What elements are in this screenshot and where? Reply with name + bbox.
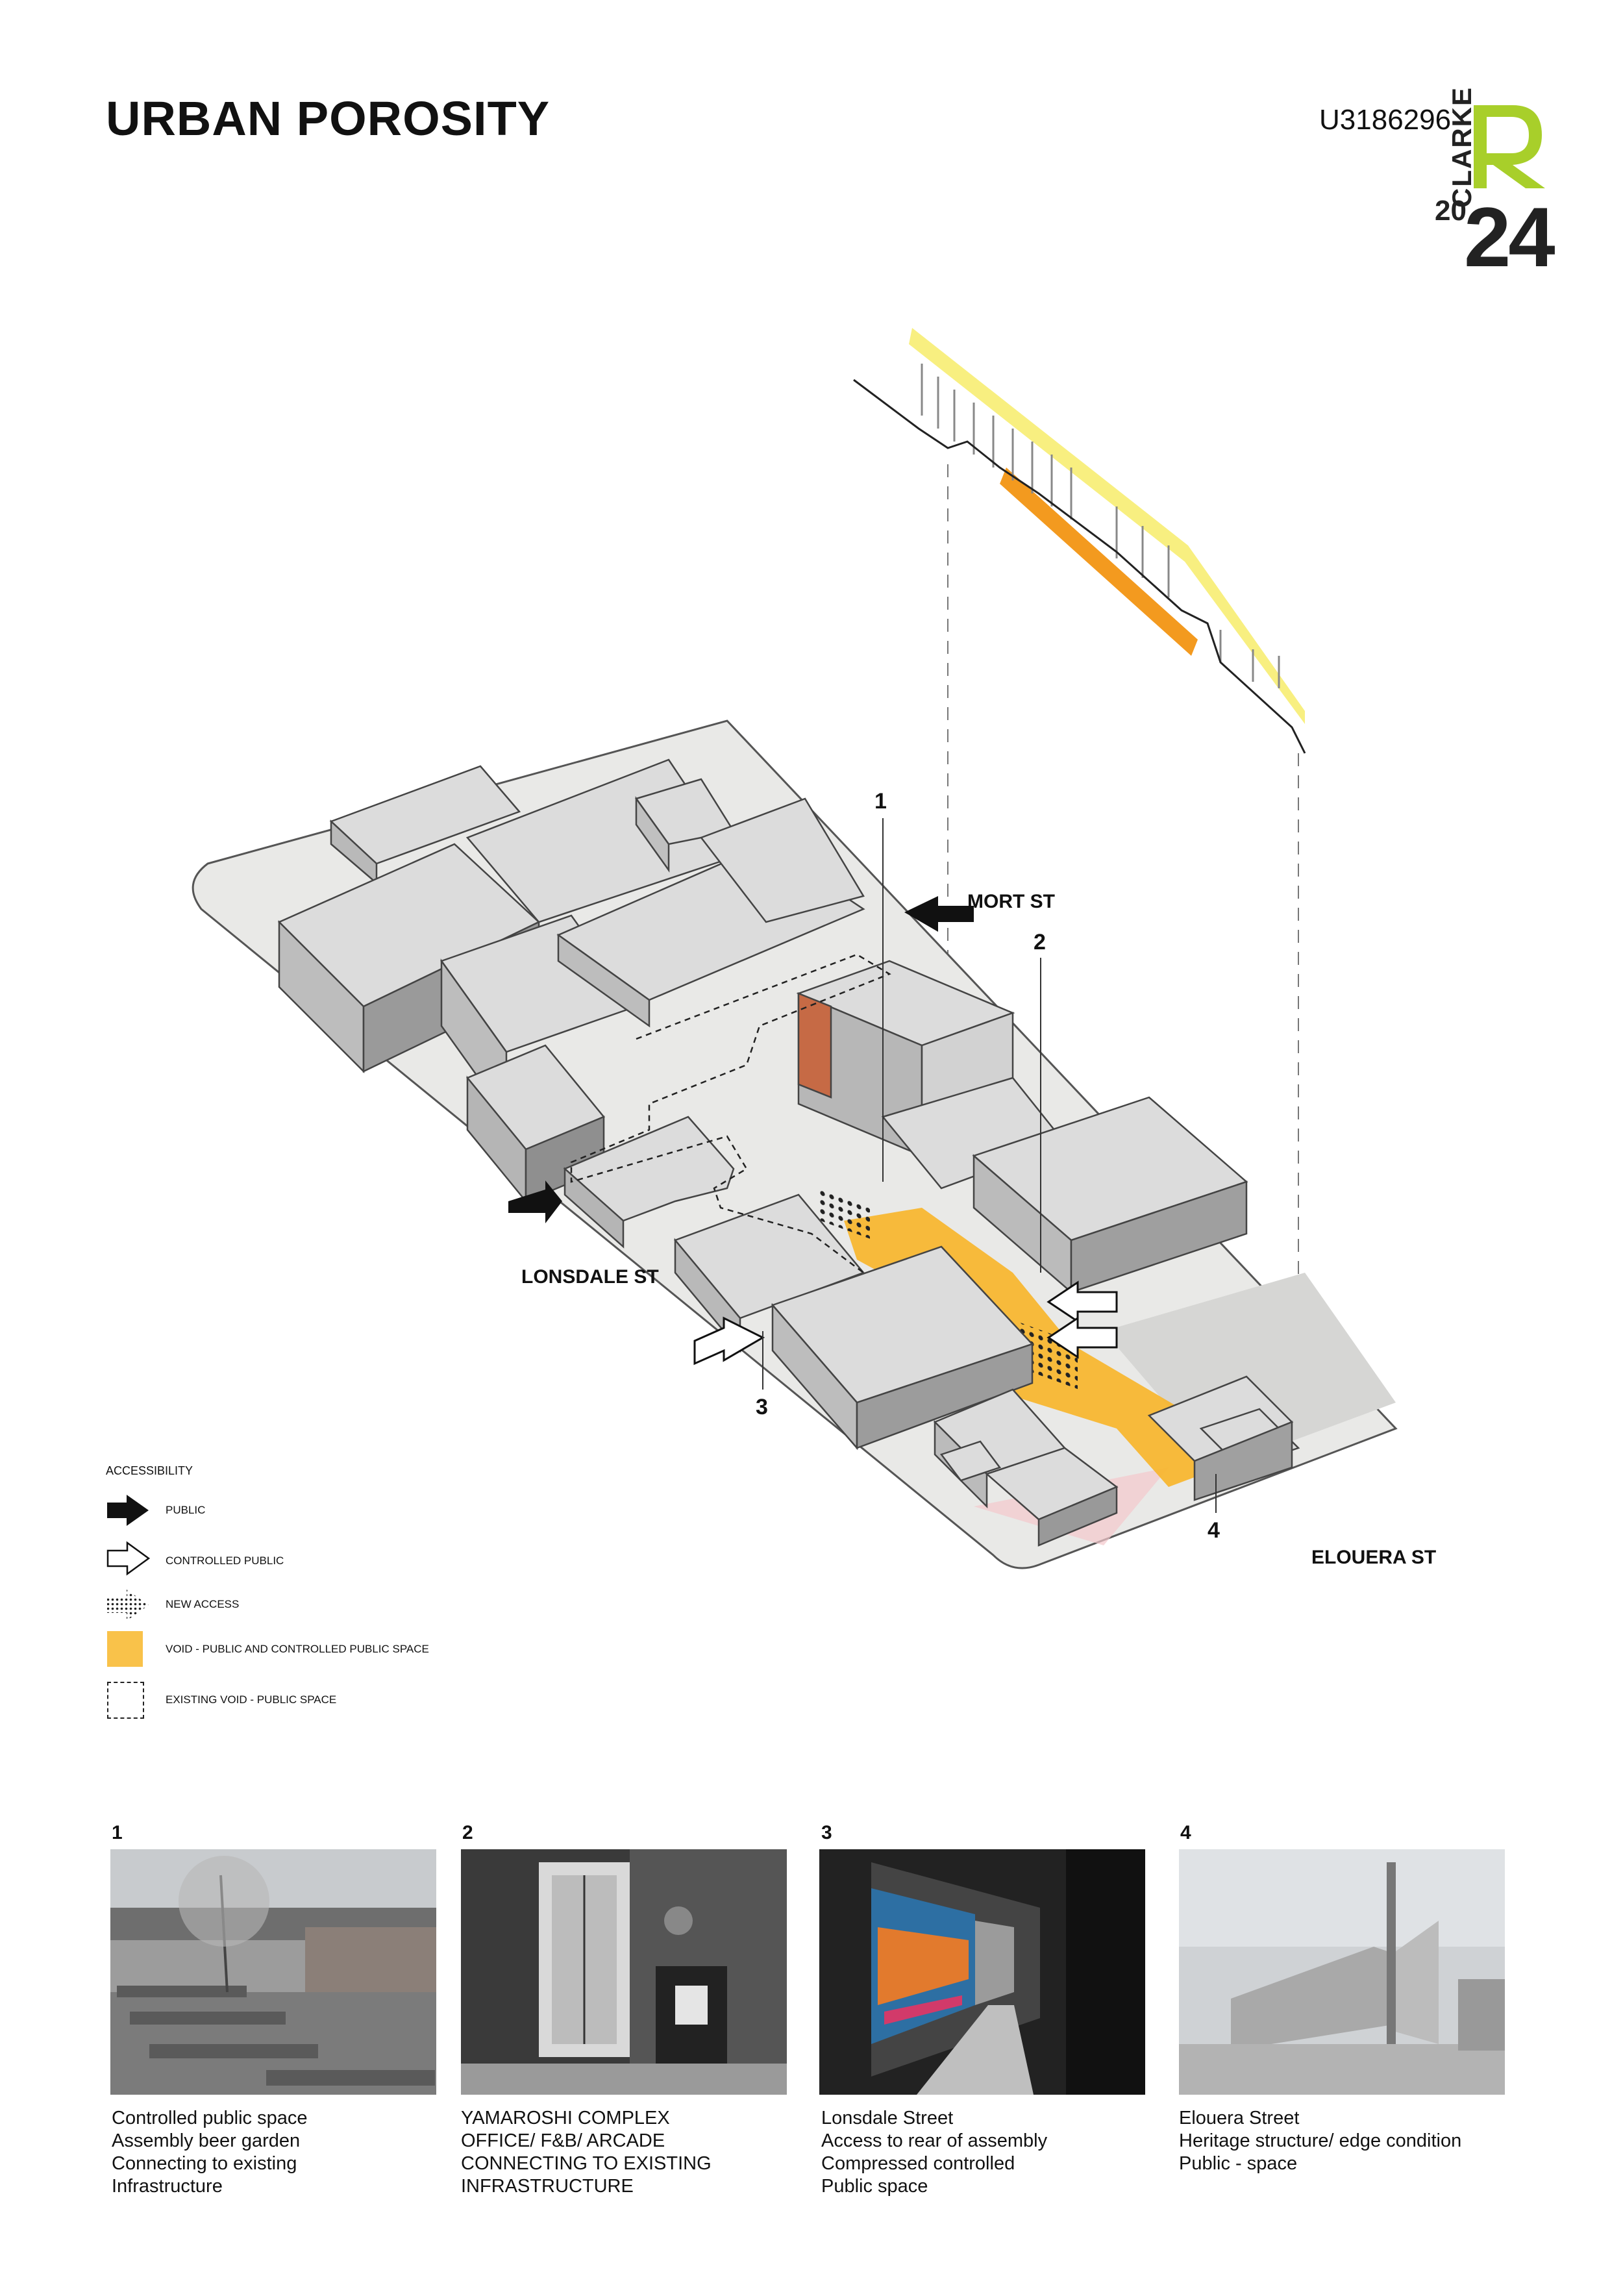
legend-label-controlled-public: CONTROLLED PUBLIC [166, 1554, 284, 1567]
logo-year-big: 24 [1464, 190, 1555, 284]
axonometric-diagram [192, 328, 1398, 1569]
photo-2-caption: YAMAROSHI COMPLEX OFFICE/ F&B/ ARCADE CO… [461, 2107, 712, 2198]
logo-year-small: 20 [1435, 195, 1467, 227]
photo-4-caption: Elouera Street Heritage structure/ edge … [1179, 2107, 1461, 2175]
legend-label-void: VOID - PUBLIC AND CONTROLLED PUBLIC SPAC… [166, 1643, 429, 1655]
caption-line: Connecting to existing [112, 2153, 297, 2174]
photo-3-lonsdale-street [819, 1849, 1145, 2095]
controlled-public-arrow-icon [693, 1316, 765, 1366]
photo-3-number: 3 [821, 1822, 832, 1843]
lonsdale-public-arrow-icon [508, 1180, 562, 1223]
photo-3-caption: Lonsdale Street Access to rear of assemb… [821, 2107, 1047, 2198]
caption-line: Access to rear of assembly [821, 2130, 1048, 2151]
legend-label-public: PUBLIC [166, 1504, 206, 1516]
caption-line: YAMAROSHI COMPLEX [461, 2108, 670, 2128]
mort-st-label: MORT ST [967, 891, 1055, 912]
buildings [277, 758, 1300, 1547]
photo-1-number: 1 [112, 1822, 123, 1843]
caption-line: Controlled public space [112, 2108, 308, 2128]
void-swatch-icon [107, 1631, 143, 1667]
existing-void-swatch-icon [107, 1682, 144, 1719]
caption-line: Assembly beer garden [112, 2130, 301, 2151]
marker-1: 1 [874, 789, 887, 814]
controlled-public-arrow-3-icon [1047, 1316, 1118, 1359]
logo-r-icon [1474, 105, 1545, 188]
public-arrow-icon [107, 1495, 149, 1526]
legend-label-existing-void: EXISTING VOID - PUBLIC SPACE [166, 1693, 337, 1706]
caption-line: Public space [821, 2176, 928, 2197]
mort-st-public-arrow-icon [904, 896, 974, 932]
caption-line: Lonsdale Street [821, 2108, 954, 2128]
photo-2-yamaroshi-complex [461, 1849, 787, 2095]
photo-4-number: 4 [1180, 1822, 1191, 1843]
photo-4-elouera-street [1179, 1849, 1505, 2095]
caption-line: CONNECTING TO EXISTING [461, 2153, 712, 2174]
caption-line: Elouera Street [1179, 2108, 1300, 2128]
caption-line: Public - space [1179, 2153, 1298, 2174]
controlled-public-arrow-2-icon [1047, 1280, 1118, 1323]
marker-2: 2 [1034, 930, 1046, 955]
caption-line: Heritage structure/ edge condition [1179, 2130, 1462, 2151]
controlled-public-arrow-icon [106, 1541, 151, 1576]
section-diagram [853, 328, 1306, 1299]
marker-4: 4 [1208, 1518, 1220, 1543]
existing-void-outline [570, 953, 891, 1273]
marker-3: 3 [756, 1395, 768, 1419]
elouera-st-label: ELOUERA ST [1311, 1547, 1437, 1568]
student-id: U3186296 [1319, 104, 1452, 136]
caption-line: INFRASTRUCTURE [461, 2176, 634, 2197]
photo-2-number: 2 [462, 1822, 473, 1843]
new-access-arrow-icon [107, 1590, 149, 1621]
caption-line: OFFICE/ F&B/ ARCADE [461, 2130, 665, 2151]
logo: CLARKE 20 24 [1428, 86, 1558, 284]
photo-1-caption: Controlled public space Assembly beer ga… [112, 2107, 307, 2198]
page-title: URBAN POROSITY [106, 92, 551, 145]
caption-line: Compressed controlled [821, 2153, 1015, 2174]
lonsdale-st-label: LONSDALE ST [521, 1266, 659, 1288]
legend-label-new-access: NEW ACCESS [166, 1598, 240, 1610]
caption-line: Infrastructure [112, 2176, 223, 2197]
legend-title: ACCESSIBILITY [106, 1464, 193, 1477]
photo-1-beer-garden [110, 1849, 436, 2095]
